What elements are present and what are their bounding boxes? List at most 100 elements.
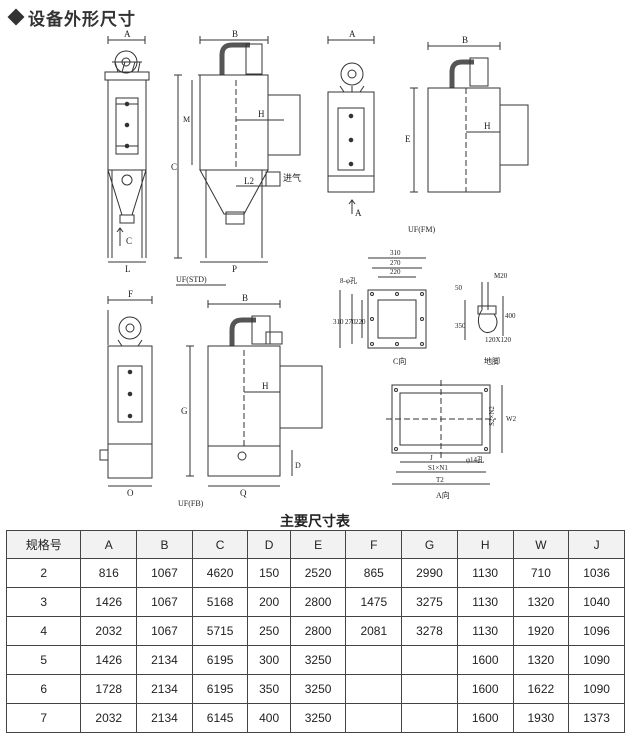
table-cell <box>345 703 403 733</box>
table-cell: 2032 <box>80 616 138 646</box>
dim-label: 310 <box>333 318 344 326</box>
column-header: B <box>136 530 193 559</box>
table-cell: 1600 <box>456 703 514 733</box>
column-header: D <box>247 530 291 559</box>
dim-label: E <box>405 134 411 144</box>
table-cell: 1320 <box>512 587 570 617</box>
table-cell: 710 <box>512 558 570 588</box>
dim-label: H <box>484 121 491 131</box>
table-row: 4 2032 1067 5715 250 2800 2081 3278 1130… <box>5 616 625 646</box>
drawing-front-fm: A A <box>327 29 375 218</box>
dim-label: J <box>430 454 433 462</box>
drawing-flange-a-view: S2×N2 W2 J S1×N1 T2 φ14孔 A向 <box>386 380 517 500</box>
dim-label: A <box>124 29 131 39</box>
table-cell: 1090 <box>568 674 625 704</box>
dim-label: H <box>258 109 265 119</box>
table-cell: 400 <box>247 703 291 733</box>
column-header: 规格号 <box>5 530 82 559</box>
dim-label: S1×N1 <box>428 464 448 472</box>
table-row: 3 1426 1067 5168 200 2800 1475 3275 1130… <box>5 587 625 617</box>
table-cell: 1036 <box>568 558 625 588</box>
dim-label: L2 <box>244 176 254 186</box>
dim-label: W2 <box>506 415 517 423</box>
drawing-front-std: A L C <box>104 29 150 274</box>
dim-label: 50 <box>455 284 463 292</box>
column-header: J <box>568 530 625 559</box>
table-cell: 1600 <box>456 645 514 675</box>
table-cell: 816 <box>80 558 138 588</box>
section-heading: 设备外形尺寸 <box>6 6 136 30</box>
view-caption: UF(STD) <box>176 275 207 284</box>
table-cell: 3275 <box>401 587 458 617</box>
table-cell: 3250 <box>289 645 347 675</box>
dim-label: B <box>462 35 468 45</box>
table-cell: 300 <box>247 645 291 675</box>
table-cell: 5715 <box>191 616 249 646</box>
table-cell: 2134 <box>136 703 193 733</box>
dim-label: 220 <box>390 268 401 276</box>
table-cell: 1040 <box>568 587 625 617</box>
dim-label: 120X120 <box>485 336 512 344</box>
dim-label: M20 <box>494 272 508 280</box>
table-cell: 2800 <box>289 587 347 617</box>
table-cell: 150 <box>247 558 291 588</box>
drawing-front-fb: F O <box>99 289 153 498</box>
drawing-anchor-foot: M20 50 350 400 120X120 地脚 <box>455 272 516 366</box>
table-cell: 1600 <box>456 674 514 704</box>
view-caption: A向 <box>436 490 450 500</box>
dim-label: B <box>242 293 248 303</box>
table-cell: 6195 <box>191 645 249 675</box>
dim-label: O <box>127 488 134 498</box>
table-cell <box>345 674 403 704</box>
table-row: 5 1426 2134 6195 300 3250 1600 1320 1090 <box>5 645 625 675</box>
dim-label: Q <box>240 488 247 498</box>
table-cell: 5 <box>5 645 82 675</box>
dim-label: D <box>295 461 301 470</box>
dim-label: 220 <box>355 318 366 326</box>
table-cell <box>345 645 403 675</box>
table-cell: 6195 <box>191 674 249 704</box>
dim-label: φ14孔 <box>466 456 484 464</box>
dim-label: 270 <box>390 259 401 267</box>
table-cell: 1426 <box>80 645 138 675</box>
view-caption: UF(FM) <box>408 225 435 234</box>
table-cell: 1475 <box>345 587 403 617</box>
table-cell: 7 <box>5 703 82 733</box>
view-arrow-label: C <box>126 236 132 246</box>
dim-label: 270 <box>345 318 356 326</box>
table-cell: 5168 <box>191 587 249 617</box>
dim-label: 400 <box>505 312 516 320</box>
dim-label: H <box>262 381 269 391</box>
table-cell: 350 <box>247 674 291 704</box>
table-cell: 4 <box>5 616 82 646</box>
dim-label: T2 <box>436 476 444 484</box>
column-header: F <box>345 530 403 559</box>
view-caption: UF(FB) <box>178 499 204 508</box>
table-cell <box>401 674 458 704</box>
table-header-row: 规格号 A B C D E F G H W J <box>5 530 625 559</box>
inlet-label: 进气 <box>283 172 301 183</box>
view-caption: C向 <box>393 356 406 366</box>
table-cell: 1130 <box>456 616 514 646</box>
table-cell: 6145 <box>191 703 249 733</box>
dim-label: 350 <box>455 322 466 330</box>
table-cell: 1920 <box>512 616 570 646</box>
table-cell: 1426 <box>80 587 138 617</box>
table-cell: 1090 <box>568 645 625 675</box>
table-cell: 2 <box>5 558 82 588</box>
table-cell: 6 <box>5 674 82 704</box>
column-header: W <box>512 530 570 559</box>
table-cell: 250 <box>247 616 291 646</box>
table-cell: 1373 <box>568 703 625 733</box>
table-cell: 2520 <box>289 558 347 588</box>
table-cell: 1067 <box>136 558 193 588</box>
table-row: 2 816 1067 4620 150 2520 865 2990 1130 7… <box>5 558 625 588</box>
dim-label: A <box>349 29 356 39</box>
drawing-side-fb: B H D G Q UF(FB) <box>178 293 323 508</box>
table-cell: 1130 <box>456 558 514 588</box>
column-header: C <box>191 530 249 559</box>
table-cell: 1930 <box>512 703 570 733</box>
dim-label: P <box>232 264 237 274</box>
drawing-flange-c-view: 310 270 220 8-φ孔 310 270 220 C向 <box>333 249 427 366</box>
